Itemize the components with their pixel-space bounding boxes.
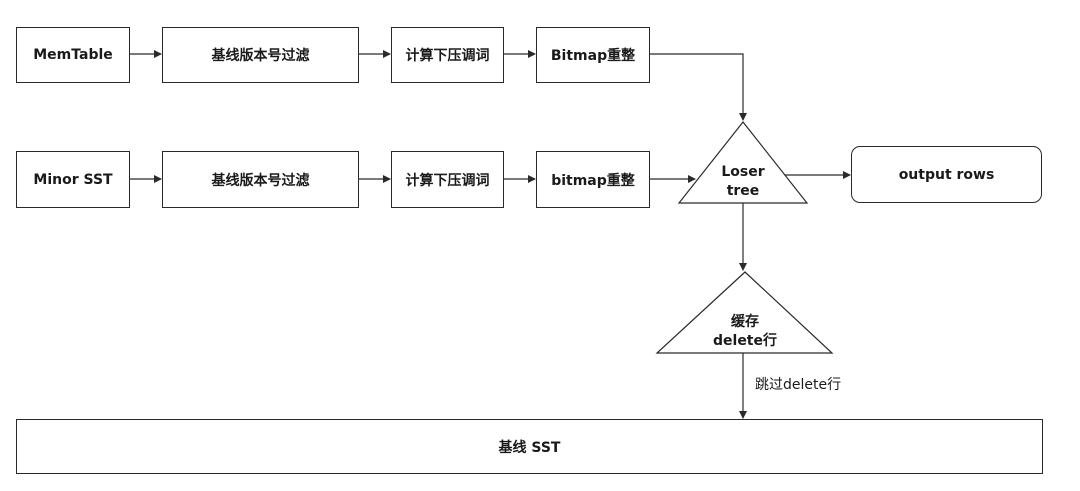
memtable-box: MemTable [16, 27, 130, 83]
loser-tree-label-line1: Loser [721, 164, 765, 180]
memtable-label: MemTable [33, 47, 113, 63]
bitmap-label-2: bitmap重整 [551, 172, 635, 189]
minor-sst-box: Minor SST [16, 151, 130, 208]
cache-delete-label: 缓存 delete行 [695, 313, 795, 351]
bitmap-label-1: Bitmap重整 [550, 48, 636, 64]
cache-delete-label-line2: delete行 [713, 333, 777, 349]
filter-label-2: 基线版本号过滤 [211, 172, 310, 189]
baseline-sst-label: 基线 SST [498, 439, 561, 456]
minor-sst-label: Minor SST [33, 171, 113, 188]
pushdown-box-1: 计算下压调词 [391, 27, 504, 83]
pushdown-label-1: 计算下压调词 [405, 48, 490, 64]
pushdown-label-2: 计算下压调词 [405, 172, 490, 189]
output-rows-box: output rows [851, 146, 1042, 203]
pushdown-box-2: 计算下压调词 [391, 151, 504, 208]
loser-tree-label: Loser tree [703, 163, 783, 201]
loser-tree-triangle [677, 121, 809, 204]
skip-delete-edge-label: 跳过delete行 [755, 377, 842, 393]
baseline-sst-box: 基线 SST [16, 419, 1043, 474]
filter-label-1: 基线版本号过滤 [211, 48, 310, 64]
bitmap-box-1: Bitmap重整 [536, 27, 650, 83]
output-rows-label: output rows [898, 166, 995, 183]
arrow-bitmap-1-to-loser-tree [650, 53, 747, 121]
bitmap-box-2: bitmap重整 [536, 151, 650, 208]
filter-box-2: 基线版本号过滤 [162, 151, 359, 208]
loser-tree-label-line2: tree [726, 183, 760, 199]
cache-delete-triangle [655, 271, 834, 354]
cache-delete-label-line1: 缓存 [731, 314, 759, 330]
filter-box-1: 基线版本号过滤 [162, 27, 359, 83]
